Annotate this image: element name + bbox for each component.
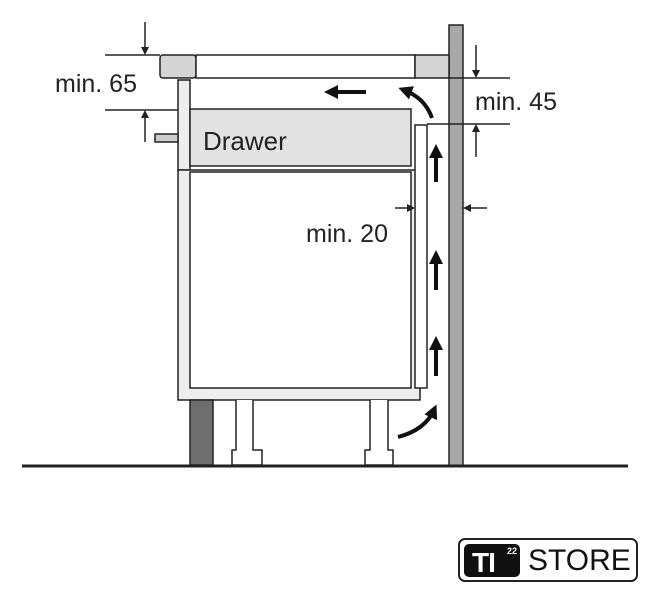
cabinet-inner bbox=[189, 171, 412, 389]
side-panel-upper bbox=[177, 79, 191, 171]
drawer bbox=[189, 108, 412, 167]
drawer-label: Drawer bbox=[203, 126, 287, 156]
worktop-right-cap bbox=[414, 54, 450, 79]
handle bbox=[154, 133, 179, 143]
top-clearance-label: min. 65 bbox=[55, 70, 137, 98]
wall bbox=[448, 24, 464, 467]
logo-word: STORE bbox=[528, 544, 631, 577]
logo-mark: TI 22 bbox=[464, 544, 520, 578]
back-panel bbox=[414, 124, 428, 389]
leg-right bbox=[364, 400, 394, 466]
airflow-arrows bbox=[324, 85, 443, 439]
logo-mark-text: TI bbox=[472, 547, 496, 578]
plinth bbox=[189, 399, 214, 466]
wall-gap-label: min. 20 bbox=[306, 220, 388, 248]
worktop-left-cap bbox=[159, 54, 197, 79]
back-clearance-label: min. 45 bbox=[475, 88, 557, 116]
logo-superscript: 22 bbox=[507, 546, 518, 556]
hob bbox=[195, 54, 416, 79]
store-logo: TI 22 STORE bbox=[458, 538, 638, 582]
leg-left bbox=[231, 400, 263, 466]
